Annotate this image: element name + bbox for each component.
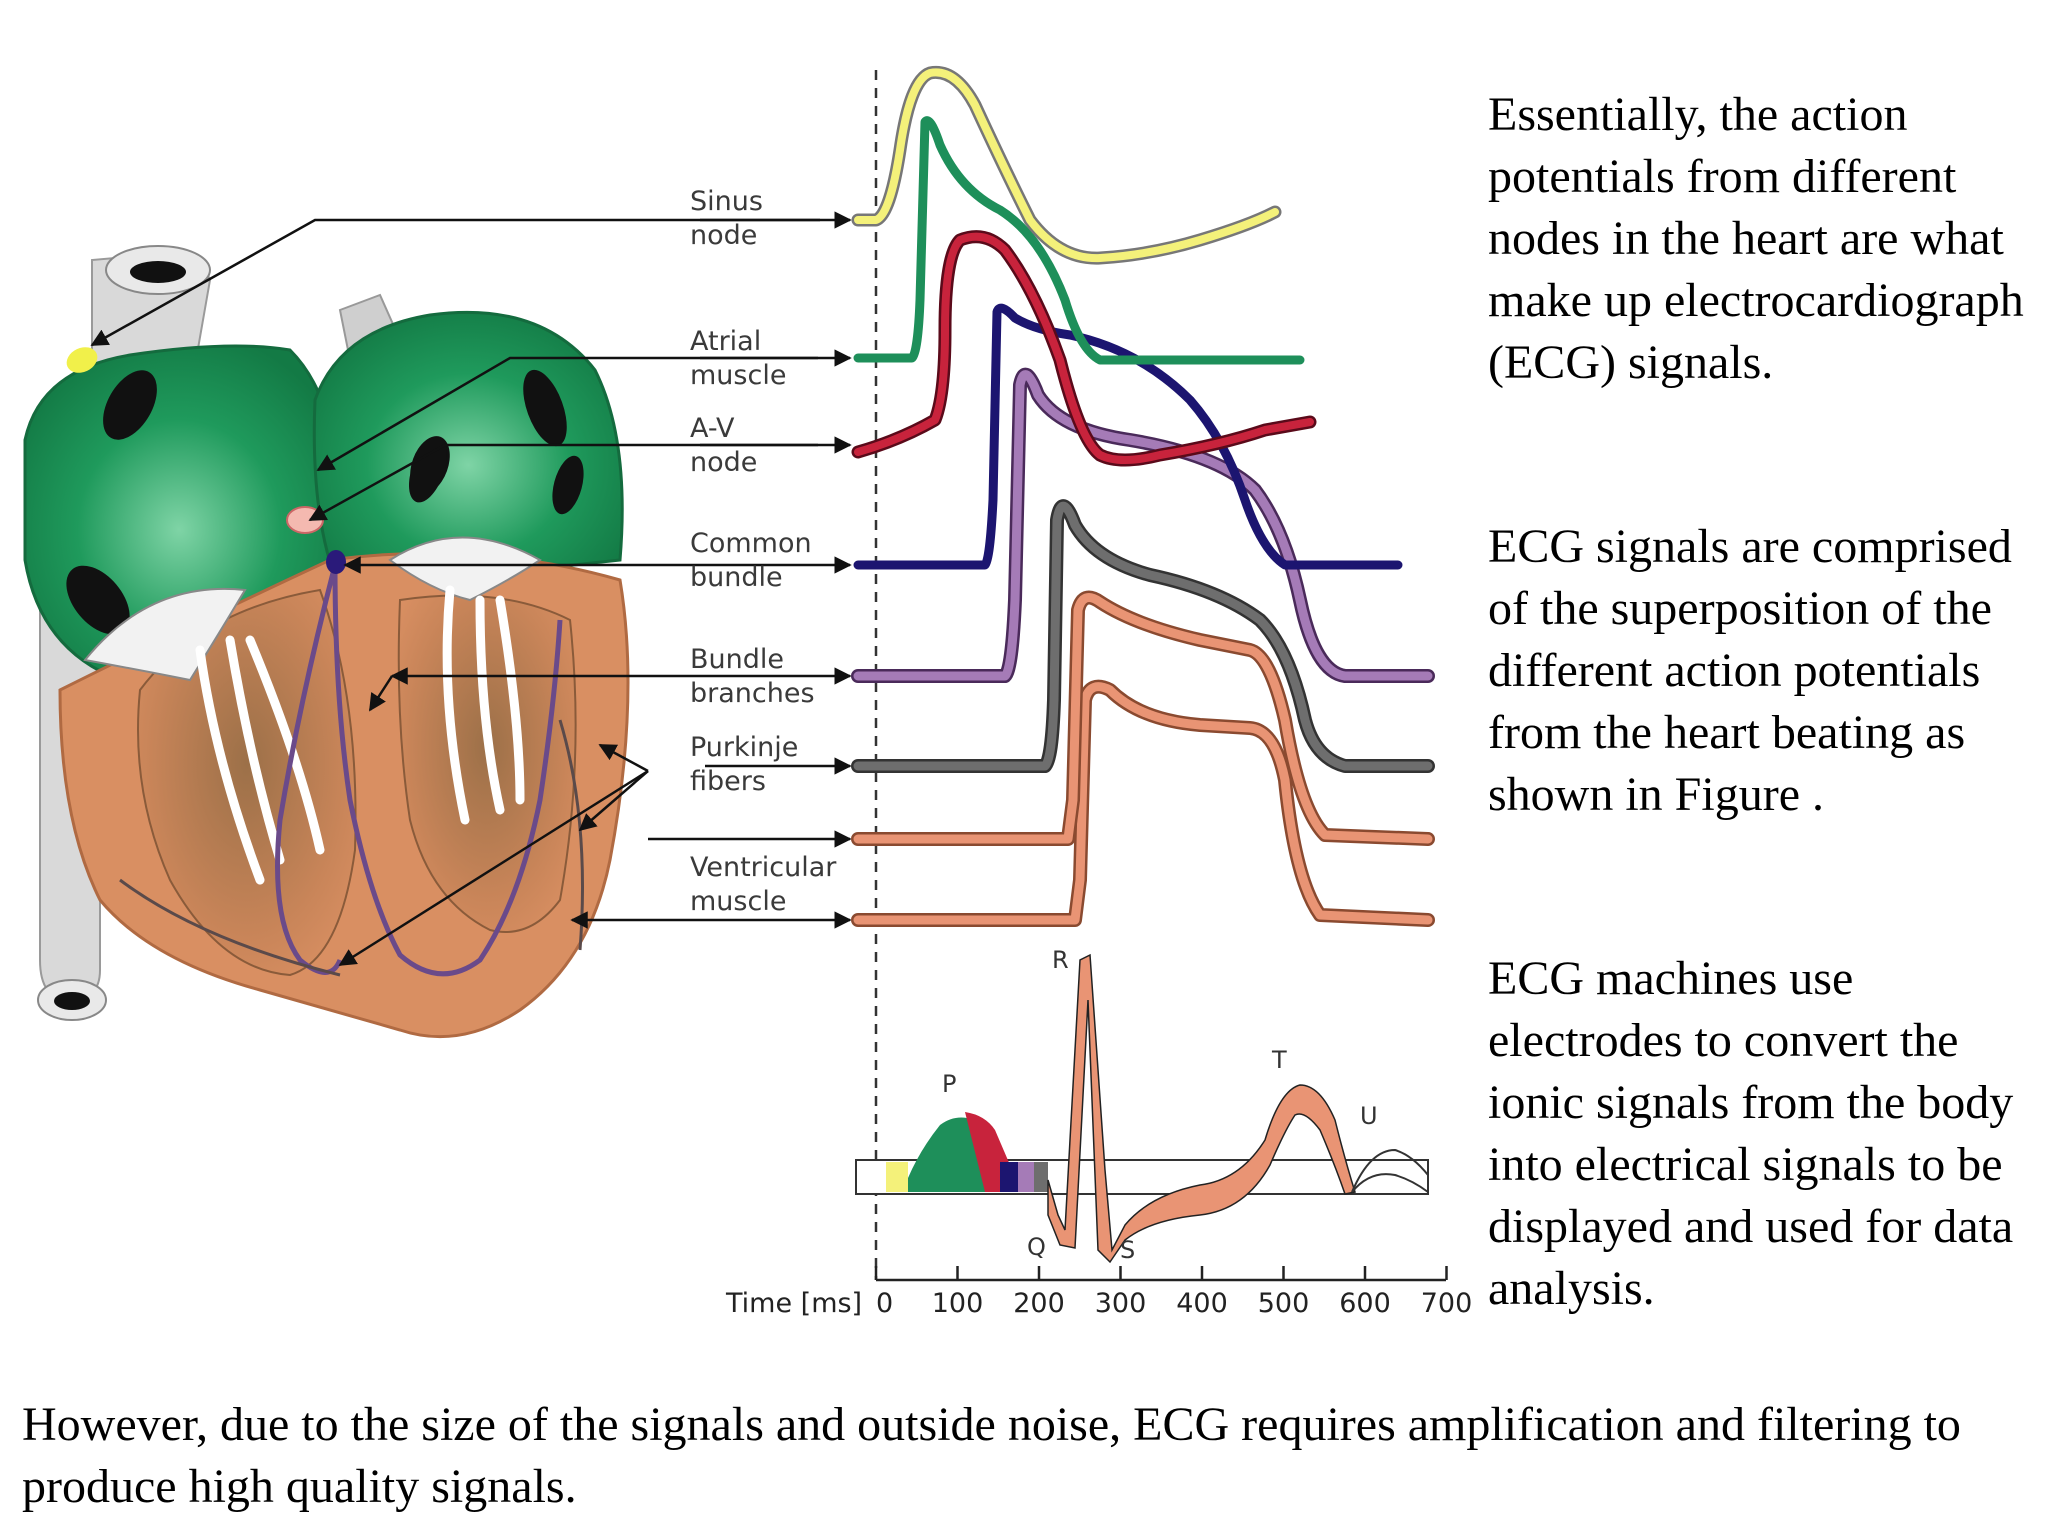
tick-marks xyxy=(874,1266,1448,1280)
atrial-openings xyxy=(66,369,584,635)
time-axis: Time [ms] 0 100 200 300 400 500 600 700 xyxy=(725,1266,1472,1319)
tick-label-400: 400 xyxy=(1176,1288,1228,1319)
tricuspid-valve xyxy=(388,536,542,602)
paragraph-ecg-superposition: ECG signals are comprised of the superpo… xyxy=(1488,520,2012,821)
tick-label-600: 600 xyxy=(1339,1288,1391,1319)
tick-label-100: 100 xyxy=(932,1288,984,1319)
label-av-2: node xyxy=(690,447,757,478)
ecg-waveform: P Q R S T U xyxy=(855,946,1429,1264)
tick-label-700: 700 xyxy=(1421,1288,1473,1319)
trace-purkinje xyxy=(851,499,1435,773)
label-ventricular-1: Ventricular xyxy=(690,852,837,883)
tick-labels: 0 100 200 300 400 500 600 700 xyxy=(876,1288,1472,1319)
left-ventricle-cavity xyxy=(137,588,357,977)
tick-label-0: 0 xyxy=(876,1288,893,1319)
trace-av-node xyxy=(851,230,1317,467)
ecg-label-p: P xyxy=(942,1070,956,1098)
label-branches-1: Bundle xyxy=(690,644,784,675)
label-common-2: bundle xyxy=(690,562,783,593)
mitral-valve xyxy=(83,587,247,682)
trace-sinus-node xyxy=(851,65,1282,265)
time-axis-label: Time [ms] xyxy=(725,1288,862,1319)
action-potential-traces xyxy=(851,65,1435,927)
av-node-marker xyxy=(286,506,324,534)
label-purkinje-2: fibers xyxy=(690,766,766,797)
label-atrial-2: muscle xyxy=(690,360,786,391)
label-ventricular-2: muscle xyxy=(690,886,786,917)
tick-label-500: 500 xyxy=(1258,1288,1310,1319)
label-av-1: A-V xyxy=(690,413,735,444)
common-bundle-marker xyxy=(326,550,346,574)
paragraph-amplification: However, due to the size of the signals … xyxy=(22,1398,1961,1513)
label-arrows xyxy=(648,211,852,929)
ecg-label-s: S xyxy=(1120,1236,1135,1264)
paragraph-ecg-intro: Essentially, the action potentials from … xyxy=(1488,88,2024,389)
structure-labels: Sinus node Atrial muscle A-V node Common… xyxy=(690,186,837,917)
label-sinus-1: Sinus xyxy=(690,186,763,217)
sinus-node-marker xyxy=(66,347,98,373)
ecg-label-r: R xyxy=(1052,946,1069,974)
heart-illustration xyxy=(23,245,630,1039)
tick-label-300: 300 xyxy=(1095,1288,1147,1319)
label-atrial-1: Atrial xyxy=(690,326,761,357)
trace-bundle-branches xyxy=(851,367,1435,683)
ecg-label-t: T xyxy=(1271,1046,1287,1074)
label-branches-2: branches xyxy=(690,678,815,709)
trace-ventricular-2 xyxy=(851,679,1435,927)
label-purkinje-1: Purkinje xyxy=(690,732,798,763)
qrs-complex xyxy=(1047,953,1356,1264)
trace-ventricular-1 xyxy=(851,590,1435,846)
paragraph-ecg-machines: ECG machines use electrodes to convert t… xyxy=(1488,952,2014,1315)
trace-atrial-muscle xyxy=(853,116,1305,365)
label-common-1: Common xyxy=(690,528,812,559)
ecg-label-u: U xyxy=(1360,1102,1378,1130)
u-wave xyxy=(1351,1148,1429,1193)
label-sinus-2: node xyxy=(690,220,757,251)
tick-label-200: 200 xyxy=(1013,1288,1065,1319)
ecg-label-q: Q xyxy=(1027,1233,1046,1261)
trace-common-bundle xyxy=(853,303,1403,570)
